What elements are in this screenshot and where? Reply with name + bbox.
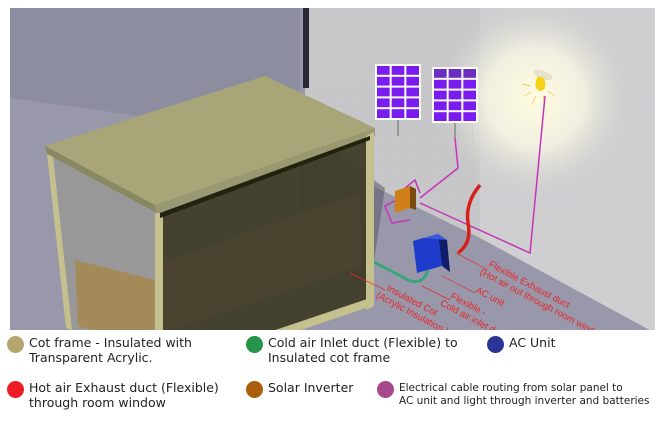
legend-label: Electrical cable routing from solar pane… [399,382,650,407]
solar-cell [434,69,447,78]
callout-leaders [349,252,489,301]
solar-cell [377,66,390,75]
insulated-cot [45,76,375,330]
electrical-cables [384,95,546,255]
exhaust-duct [456,183,482,255]
solar-cell [391,98,405,108]
legend-item-ac-unit: AC Unit [487,335,555,353]
solar-cell [448,90,462,100]
solar-cell [391,87,405,97]
legend-dot-cold-air-duct [246,336,263,353]
solar-panel-1 [375,64,421,136]
solar-cell [434,90,447,100]
solar-cell [434,79,447,89]
solar-cell [377,98,390,108]
solar-cell [377,87,390,97]
legend-dot-cot-frame [7,336,24,353]
solar-panel-2 [432,67,478,138]
legend-label: Solar Inverter [268,380,354,395]
solar-cell [448,101,462,111]
legend-label: Cot frame - Insulated with Transparent A… [29,335,192,365]
solar-cell [391,66,405,75]
solar-cell [463,69,476,78]
legend-dot-ac-unit [487,336,504,353]
solar-cell [448,69,462,78]
solar-cell [391,76,405,86]
system-3d-diagram: Flexible Exhaust duct (Hot air out throu… [10,8,655,330]
solar-cell [448,79,462,89]
solar-cell [434,112,447,121]
legend-label: AC Unit [509,335,556,350]
legend-item-hot-air-duct: Hot air Exhaust duct (Flexible) through … [7,380,219,410]
solar-cell [406,76,419,86]
solar-cell [463,101,476,111]
solar-cell [434,101,447,111]
legend-item-electrical-cable: Electrical cable routing from solar pane… [377,380,650,408]
legend-label: Hot air Exhaust duct (Flexible) through … [29,380,219,410]
solar-cell [448,112,462,121]
solar-cell [406,66,419,75]
solar-cell [406,98,419,108]
legend-item-cold-air-duct: Cold air Inlet duct (Flexible) to Insula… [246,335,458,365]
solar-cell [463,90,476,100]
solar-cell [463,112,476,121]
solar-cell [377,109,390,118]
solar-cell [463,79,476,89]
legend-item-cot-frame: Cot frame - Insulated with Transparent A… [7,335,192,365]
legend-dot-hot-air-duct [7,381,24,398]
solar-cell [377,76,390,86]
solar-cell [406,109,419,118]
legend-label: Cold air Inlet duct (Flexible) to Insula… [268,335,458,365]
light-glow [425,8,645,208]
wall-post [303,8,309,88]
wall-light-icon [522,69,556,105]
legend-dot-electrical-cable [377,381,394,398]
solar-cell [391,109,405,118]
solar-inverter [395,186,416,213]
legend-item-solar-inverter: Solar Inverter [246,380,353,398]
legend-dot-solar-inverter [246,381,263,398]
solar-cell [406,87,419,97]
ac-unit [413,234,450,273]
